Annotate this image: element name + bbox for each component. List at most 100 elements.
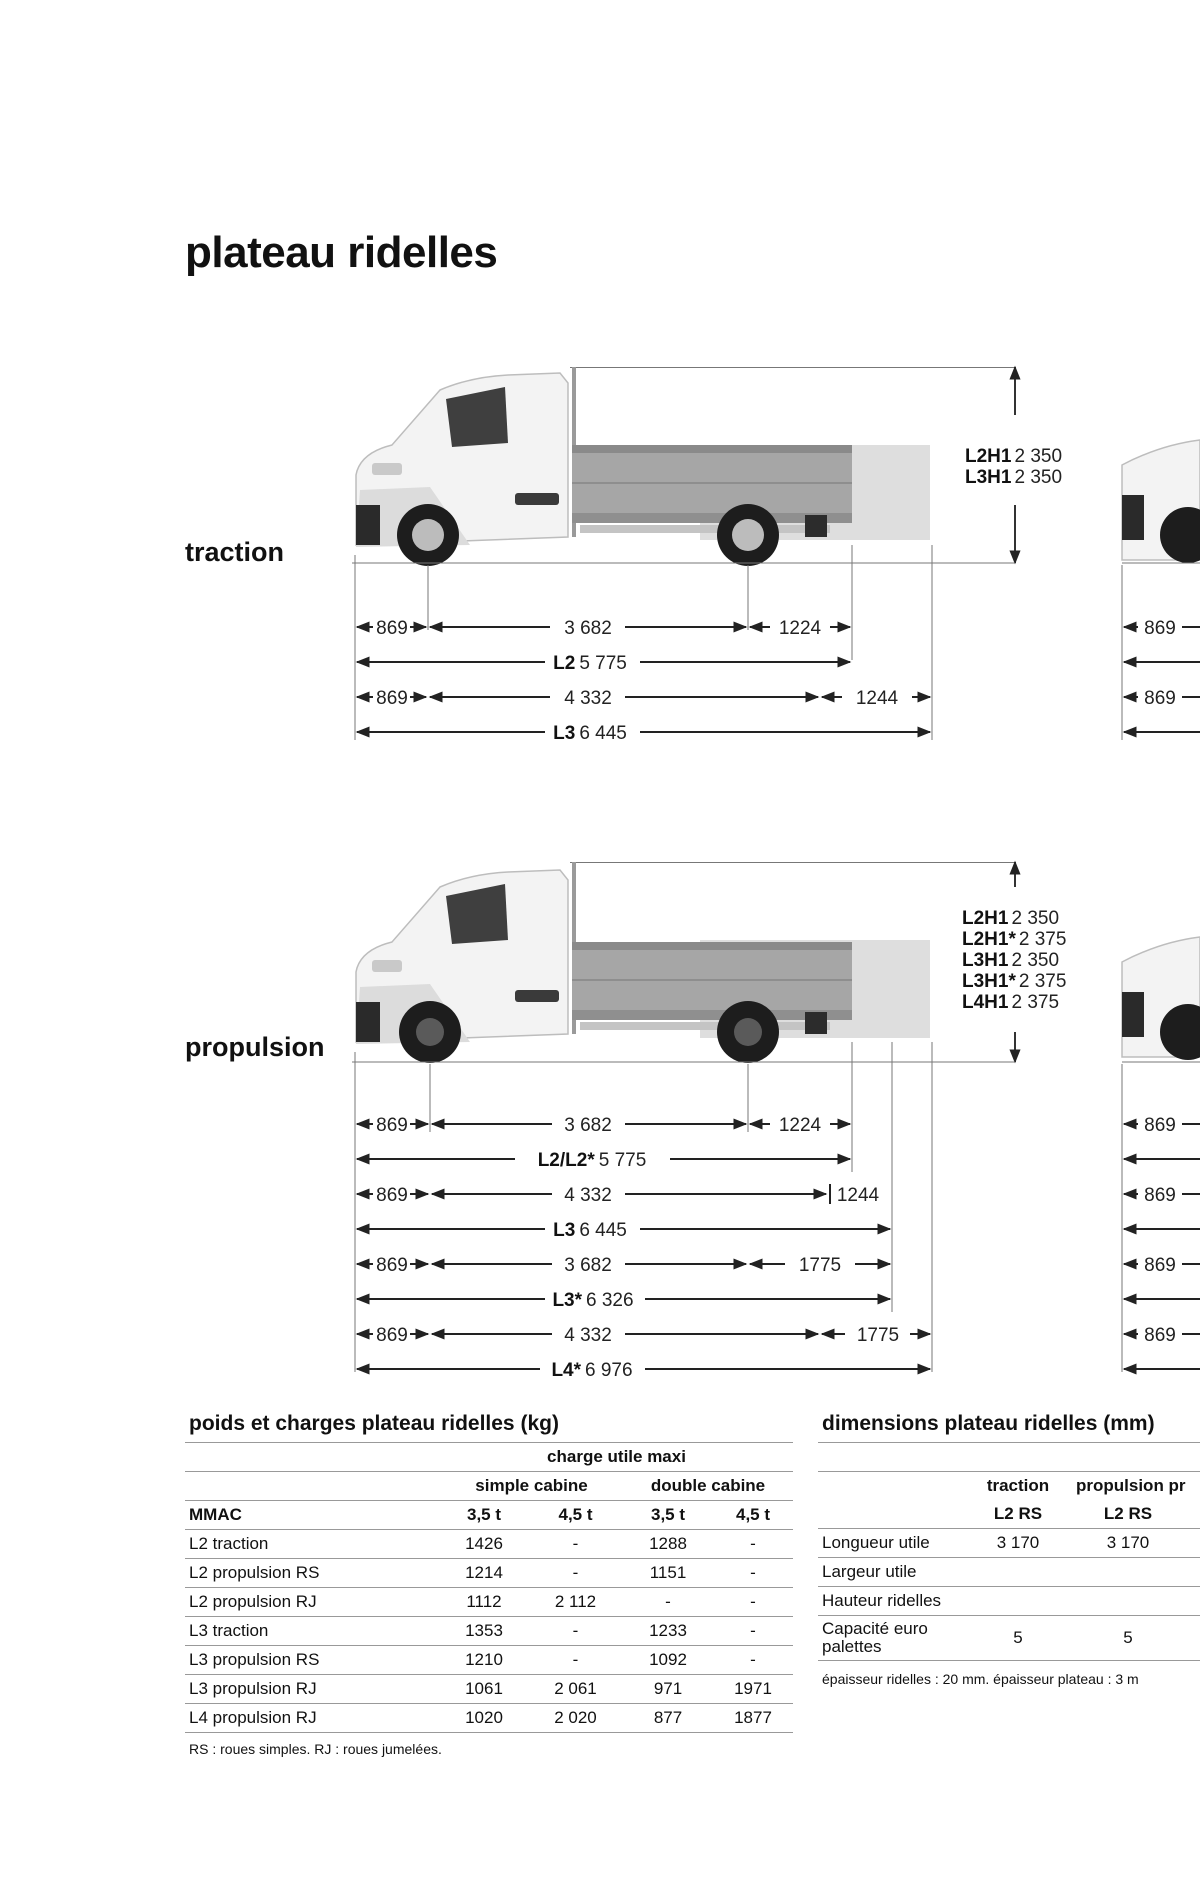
- propulsion-r2-label: L2/L2*5 775: [538, 1150, 647, 1171]
- table-row: L3 traction 1353 - 1233 -: [185, 1616, 793, 1646]
- table-row: L2 traction 1426 - 1288 -: [185, 1529, 793, 1559]
- propulsion-r6-value: 6 326: [586, 1290, 634, 1311]
- propulsion-right-2: 869: [1144, 1185, 1176, 1206]
- truck-image: [352, 365, 1021, 566]
- propulsion-height-5-value: 2 375: [1011, 992, 1059, 1013]
- propulsion-r8-label: L4*6 976: [551, 1360, 632, 1381]
- row-label: Capacité euro palettes: [818, 1615, 968, 1661]
- cell: 877: [623, 1703, 713, 1733]
- table-row: L3 propulsion RJ 1061 2 061 971 1971: [185, 1674, 793, 1704]
- weights-mmac-row: MMAC 3,5 t 4,5 t 3,5 t 4,5 t: [185, 1500, 793, 1530]
- propulsion-r4-value: 6 445: [579, 1220, 627, 1241]
- traction-r1-a: 869: [376, 618, 408, 639]
- traction-r1-c: 1224: [779, 618, 822, 639]
- traction-r2-code: L2: [553, 653, 575, 674]
- dims-table-title: dimensions plateau ridelles (mm): [818, 1412, 1200, 1443]
- cell: -: [713, 1529, 793, 1559]
- propulsion-r7-a: 869: [376, 1325, 408, 1346]
- row-label: L2 propulsion RJ: [185, 1587, 440, 1617]
- row-label: Hauteur ridelles: [818, 1586, 968, 1616]
- cell: -: [623, 1587, 713, 1617]
- dims-table: traction propulsion pr L2 RS L2 RS Longu…: [818, 1443, 1200, 1661]
- cell: -: [713, 1645, 793, 1675]
- cell: 1214: [440, 1558, 528, 1588]
- cell: 2 020: [528, 1703, 623, 1733]
- cell: 2 112: [528, 1587, 623, 1617]
- cell: -: [528, 1558, 623, 1588]
- cell: 1233: [623, 1616, 713, 1646]
- propulsion-r6-label: L3*6 326: [552, 1290, 633, 1311]
- traction-height-2-code: L3H1: [965, 467, 1012, 488]
- table-row: L2 propulsion RJ 1112 2 112 - -: [185, 1587, 793, 1617]
- dims-header-traction: traction: [986, 1476, 1050, 1495]
- weights-mmac-value: 3,5 t: [440, 1500, 528, 1530]
- dims-sub-header-row: L2 RS L2 RS: [818, 1500, 1200, 1529]
- traction-label: traction: [185, 537, 285, 567]
- propulsion-height-2-code: L2H1*: [962, 929, 1016, 950]
- propulsion-r2-code: L2/L2*: [538, 1150, 596, 1171]
- row-label: L3 propulsion RJ: [185, 1674, 440, 1704]
- propulsion-height-4: L3H1*2 375: [962, 971, 1066, 992]
- propulsion-height-5-code: L4H1: [962, 992, 1009, 1013]
- traction-r4-value: 6 445: [579, 723, 627, 744]
- cell: -: [528, 1529, 623, 1559]
- cell: 1151: [623, 1558, 713, 1588]
- propulsion-height-3-code: L3H1: [962, 950, 1009, 971]
- table-row: Longueur utile 3 170 3 170: [818, 1528, 1200, 1558]
- propulsion-height-2-value: 2 375: [1019, 929, 1067, 950]
- traction-r3-b: 4 332: [564, 688, 612, 709]
- propulsion-height-2: L2H1*2 375: [962, 929, 1066, 950]
- cell: -: [713, 1558, 793, 1588]
- cell: 3 170: [1068, 1528, 1188, 1558]
- weights-sub-header-row: simple cabine double cabine: [185, 1471, 793, 1501]
- propulsion-r4-code: L3: [553, 1220, 575, 1241]
- weights-mmac-value: 4,5 t: [713, 1500, 793, 1530]
- propulsion-r5-b: 3 682: [564, 1255, 612, 1276]
- cell: -: [713, 1587, 793, 1617]
- cell: 1061: [440, 1674, 528, 1704]
- truck-image-double-cabin-partial: [1121, 439, 1200, 564]
- dims-sub-header: L2 RS: [1068, 1500, 1188, 1529]
- traction-r3-a: 869: [376, 688, 408, 709]
- traction-r3-c: 1244: [856, 688, 899, 709]
- weights-table: charge utile maxi simple cabine double c…: [185, 1443, 793, 1733]
- propulsion-height-4-value: 2 375: [1019, 971, 1067, 992]
- traction-height-2-value: 2 350: [1014, 467, 1062, 488]
- weights-table-title: poids et charges plateau ridelles (kg): [185, 1412, 793, 1443]
- propulsion-r5-a: 869: [376, 1255, 408, 1276]
- cell: [1068, 1557, 1188, 1587]
- propulsion-r1-c: 1224: [779, 1115, 822, 1136]
- propulsion-r3-b: 4 332: [564, 1185, 612, 1206]
- dims-header-propulsion: propulsion pr: [1076, 1476, 1186, 1495]
- row-label: L2 propulsion RS: [185, 1558, 440, 1588]
- cell: -: [528, 1645, 623, 1675]
- traction-right-2: 869: [1144, 688, 1176, 709]
- dims-sub-header: L2 RS: [968, 1500, 1068, 1529]
- cell: 971: [623, 1674, 713, 1704]
- propulsion-r7-b: 4 332: [564, 1325, 612, 1346]
- traction-r4-code: L3: [553, 723, 575, 744]
- dims-spacer-row: [818, 1443, 1200, 1472]
- cell: 5: [968, 1615, 1068, 1661]
- cell: 5: [1068, 1615, 1188, 1661]
- row-label: L3 traction: [185, 1616, 440, 1646]
- table-row: L4 propulsion RJ 1020 2 020 877 1877: [185, 1703, 793, 1733]
- table-row: Hauteur ridelles: [818, 1586, 1200, 1616]
- weights-sub-header-double: double cabine: [623, 1471, 793, 1501]
- row-label: L2 traction: [185, 1529, 440, 1559]
- traction-height-1-code: L2H1: [965, 446, 1012, 467]
- cell: -: [528, 1616, 623, 1646]
- dims-table-block: dimensions plateau ridelles (mm) tractio…: [818, 1412, 1200, 1687]
- row-label: Largeur utile: [818, 1557, 968, 1587]
- table-row: Capacité euro palettes 5 5: [818, 1615, 1200, 1661]
- cell: [1068, 1586, 1188, 1616]
- propulsion-r1-a: 869: [376, 1115, 408, 1136]
- cell: [968, 1557, 1068, 1587]
- propulsion-height-3-value: 2 350: [1011, 950, 1059, 971]
